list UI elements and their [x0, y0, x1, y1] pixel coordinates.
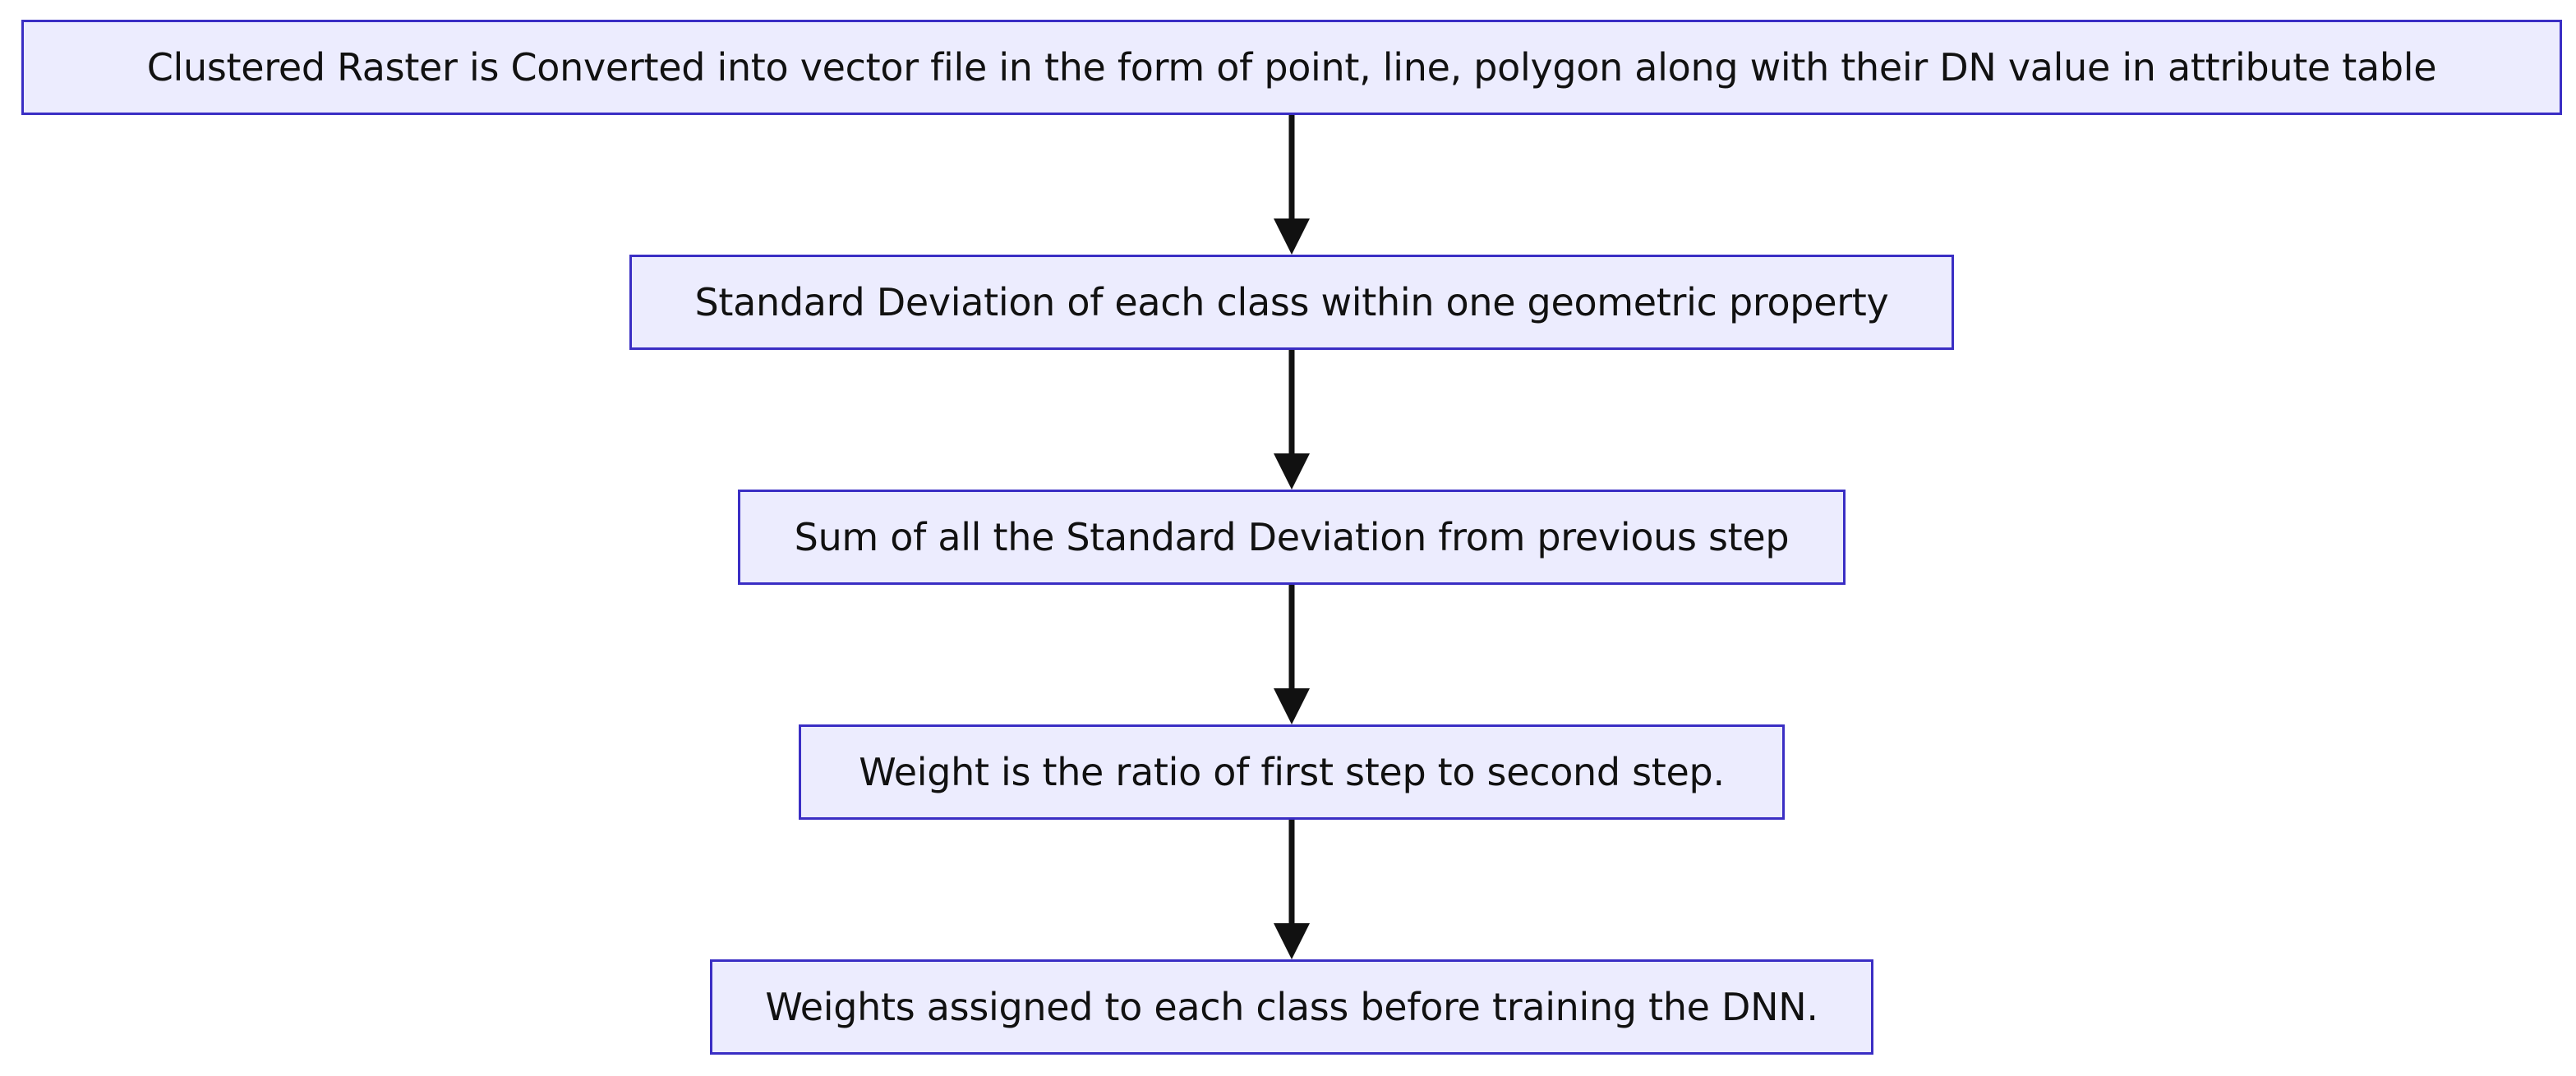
arrow-2-to-3: [1274, 350, 1310, 490]
step-standard-deviation: Standard Deviation of each class within …: [629, 255, 1954, 350]
step-label: Standard Deviation of each class within …: [694, 280, 1889, 324]
arrow-3-to-4: [1274, 585, 1310, 724]
step-label: Weight is the ratio of first step to sec…: [859, 750, 1725, 794]
arrow-4-to-5: [1274, 820, 1310, 959]
step-weight-ratio: Weight is the ratio of first step to sec…: [799, 724, 1785, 820]
step-label: Clustered Raster is Converted into vecto…: [146, 45, 2437, 90]
step-assign-weights: Weights assigned to each class before tr…: [710, 959, 1873, 1055]
step-label: Sum of all the Standard Deviation from p…: [794, 515, 1790, 559]
step-label: Weights assigned to each class before tr…: [765, 985, 1818, 1029]
step-raster-to-vector: Clustered Raster is Converted into vecto…: [21, 20, 2562, 115]
arrow-1-to-2: [1274, 115, 1310, 255]
step-sum-standard-deviation: Sum of all the Standard Deviation from p…: [738, 490, 1846, 585]
